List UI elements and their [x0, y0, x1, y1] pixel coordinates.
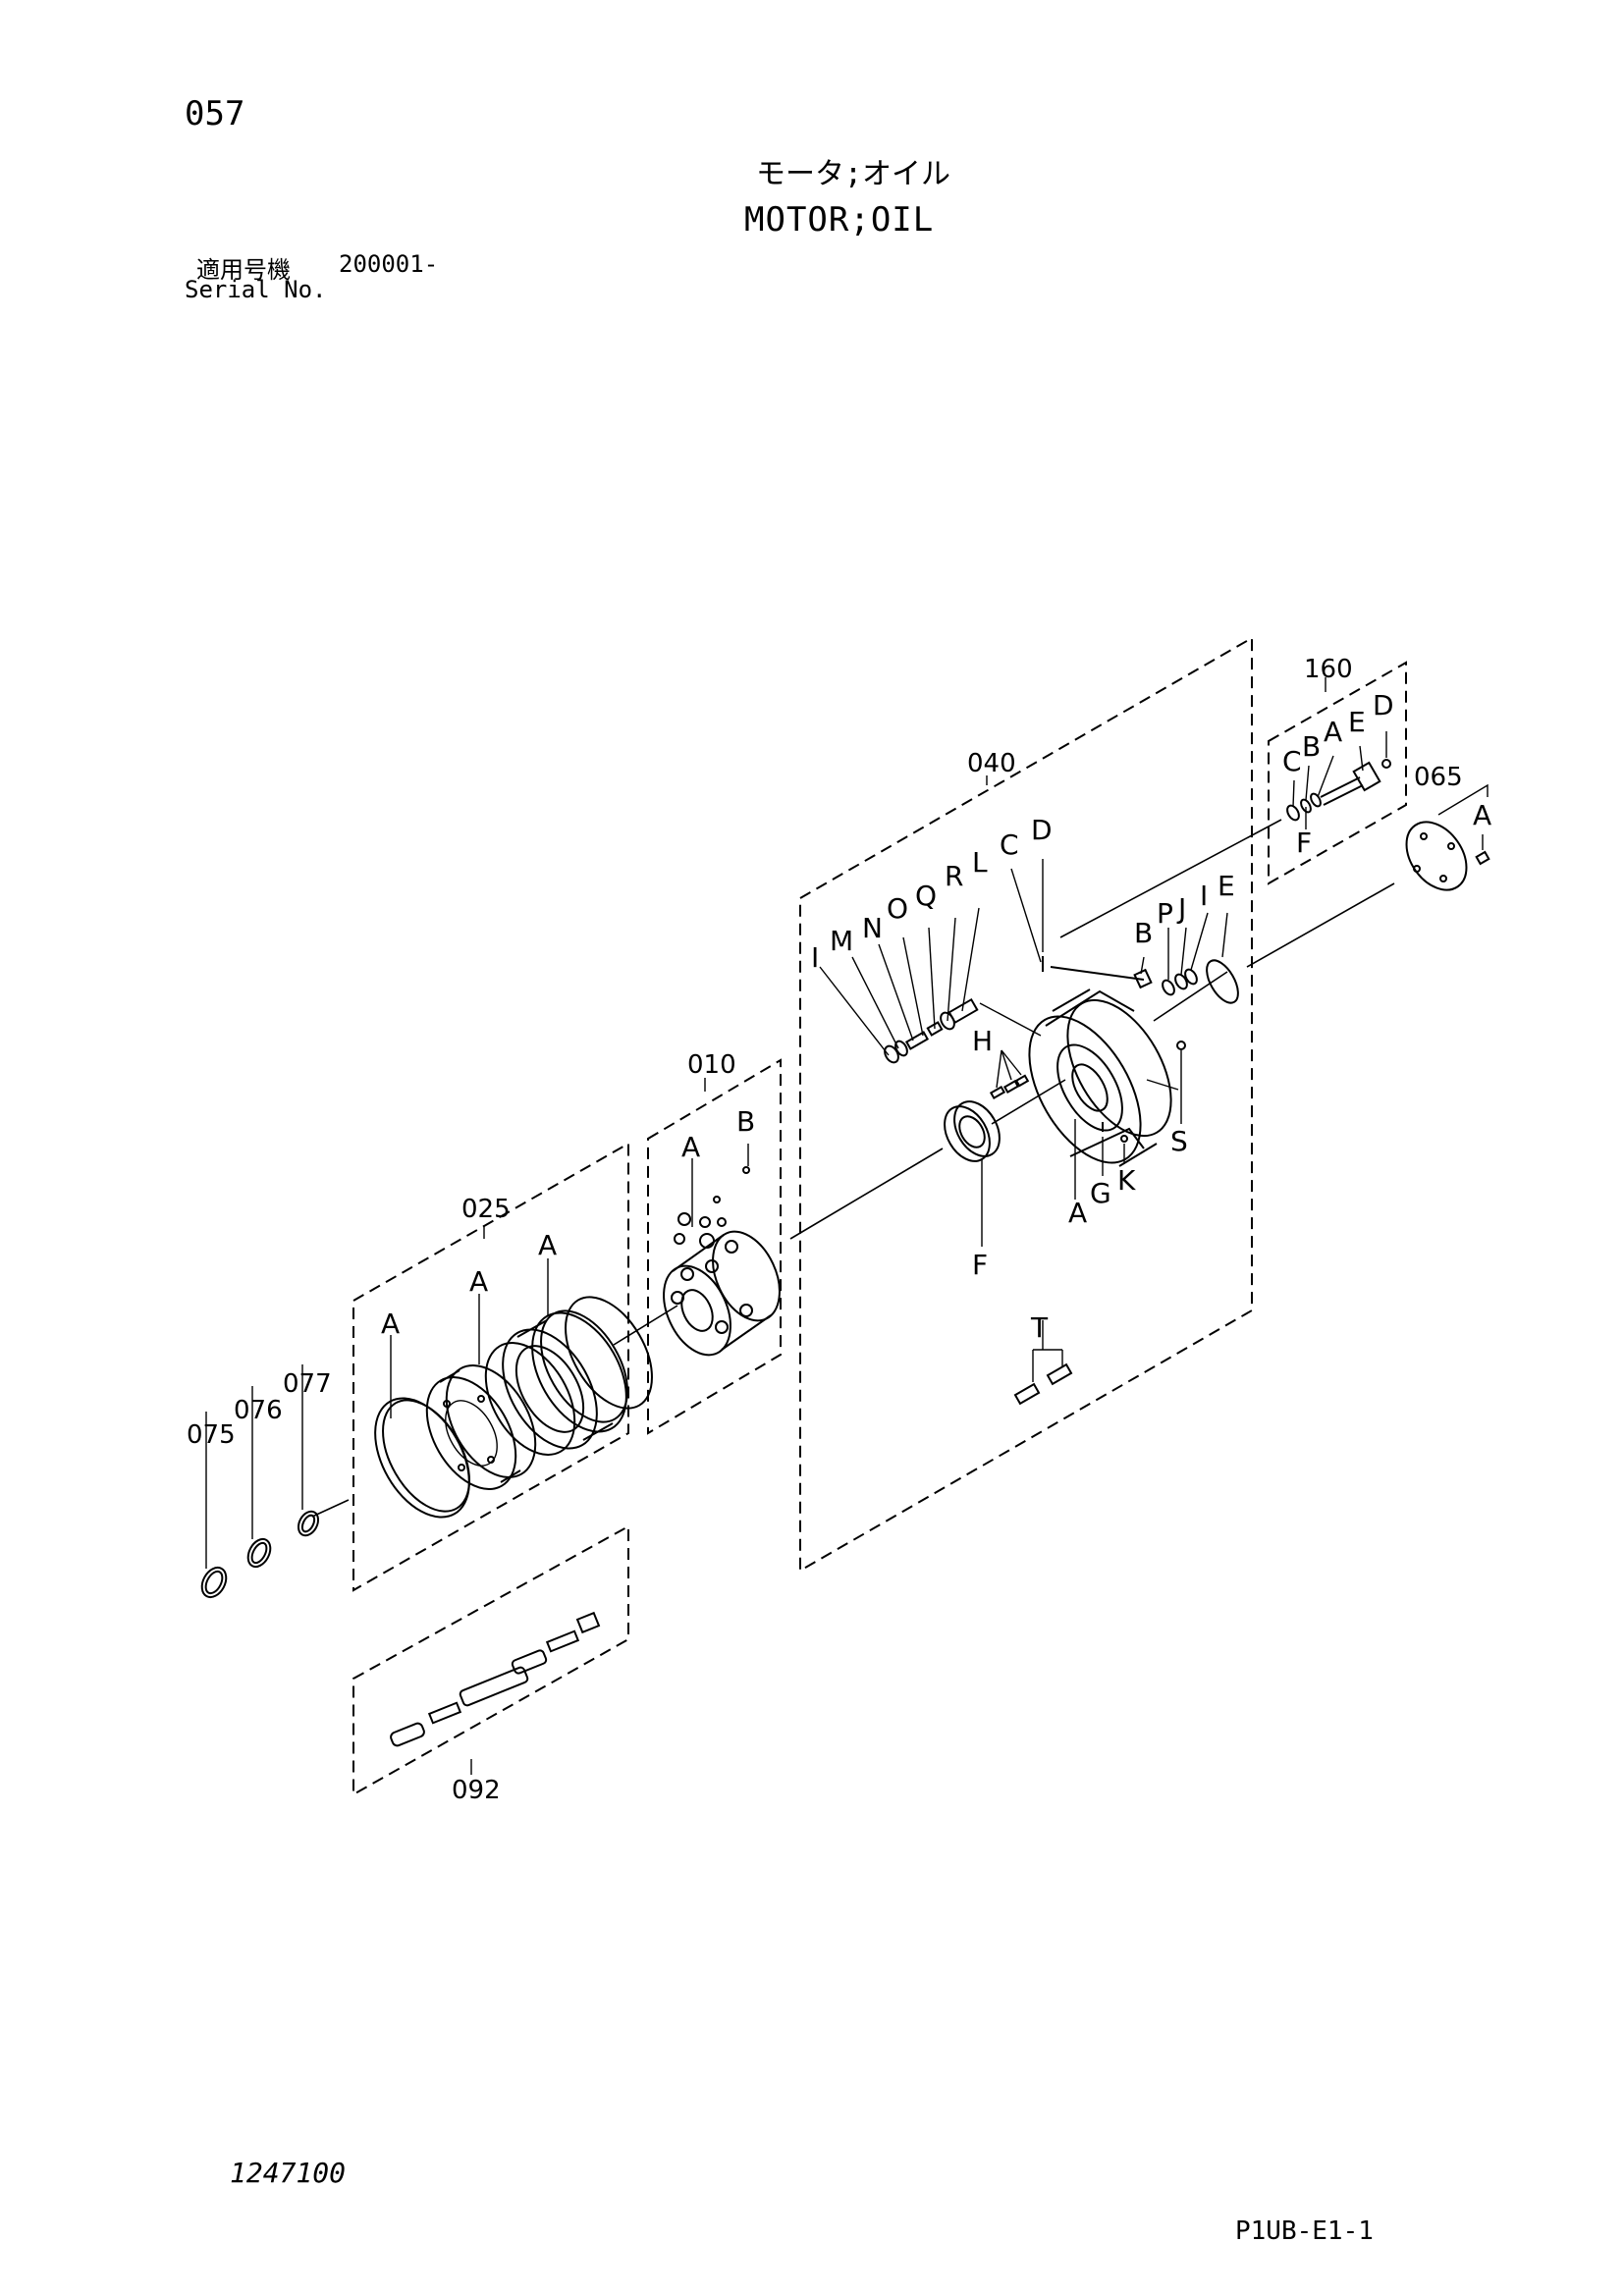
callout-025-a-right: A — [538, 1229, 557, 1261]
part-040-pins-t — [1013, 1362, 1073, 1406]
part-025-plate — [425, 1364, 537, 1490]
part-040-oring-e — [1206, 959, 1239, 1004]
part-025-ring — [540, 1296, 653, 1423]
ring-075 — [200, 1566, 228, 1599]
group-frame-010 — [647, 1058, 782, 1435]
part-010-cylinder-block — [663, 1230, 781, 1357]
callout-075: 075 — [187, 1420, 236, 1450]
callout-040-b: B — [1134, 917, 1153, 949]
callout-040-n: N — [862, 912, 883, 944]
group-frame-025 — [352, 1142, 629, 1592]
callout-160-d: D — [1373, 689, 1394, 721]
callout-010-b: B — [736, 1105, 755, 1138]
part-025-oring — [484, 1342, 576, 1456]
serial-value: 200001- — [339, 250, 439, 278]
leader-lines-010 — [691, 1078, 749, 1227]
ring-076 — [246, 1537, 272, 1569]
callout-010-a: A — [681, 1131, 700, 1163]
callout-040-h: H — [972, 1025, 993, 1057]
part-025-rotor — [502, 1311, 627, 1450]
serial-label-english: Serial No. — [185, 276, 327, 303]
callout-040-k: K — [1117, 1164, 1136, 1197]
leader-lines-025 — [390, 1225, 549, 1418]
callout-040-r: R — [945, 860, 963, 892]
ring-077 — [297, 1510, 320, 1537]
callout-065: 065 — [1414, 763, 1463, 792]
part-092-shafts — [390, 1611, 601, 1747]
serial-label-japanese: 適用号機 — [196, 256, 291, 284]
part-040-housing — [1028, 988, 1172, 1167]
assembly-axis-lines — [311, 819, 1395, 1518]
drawing-number: 1247100 — [230, 2157, 347, 2189]
callout-040-d: D — [1031, 814, 1053, 846]
part-040-bolts-h — [989, 1074, 1030, 1099]
callout-025-a-mid: A — [469, 1265, 488, 1298]
callout-040-i-right: I — [1200, 880, 1208, 912]
leader-lines-040 — [819, 775, 1228, 1382]
callout-160-a: A — [1324, 716, 1342, 748]
page-number: 057 — [185, 94, 245, 133]
callout-077: 077 — [283, 1369, 332, 1399]
callout-092: 092 — [452, 1776, 501, 1805]
part-040-small-pins — [1042, 956, 1186, 1143]
callout-160-c: C — [1282, 745, 1302, 777]
callout-040-s: S — [1170, 1125, 1188, 1157]
callout-040-q: Q — [915, 880, 937, 912]
callout-040-c: C — [1000, 828, 1019, 861]
callout-040-p: P — [1157, 897, 1173, 930]
leader-lines-rings — [205, 1364, 303, 1569]
callout-040-e: E — [1218, 870, 1235, 902]
part-040-valve-stack — [884, 997, 1042, 1064]
title-english: MOTOR;OIL — [744, 200, 935, 240]
callout-025: 025 — [461, 1195, 511, 1224]
group-frame-092 — [352, 1524, 629, 1796]
callout-040-j: J — [1176, 892, 1186, 925]
callout-040-a: A — [1068, 1197, 1087, 1229]
group-frame-040 — [799, 636, 1253, 1573]
title-japanese: モータ;オイル — [756, 157, 951, 191]
callout-160-f: F — [1296, 827, 1312, 859]
group-frame-160 — [1268, 661, 1407, 885]
callout-010: 010 — [687, 1050, 736, 1080]
callout-040-o: O — [887, 892, 908, 925]
leader-lines-065 — [1437, 783, 1489, 850]
callout-076: 076 — [234, 1396, 283, 1425]
callout-040-g: G — [1090, 1177, 1111, 1209]
part-025-seal-ring — [374, 1397, 470, 1519]
part-040-shaft-bolt — [1050, 966, 1198, 996]
callout-160: 160 — [1304, 655, 1353, 684]
callout-160-b: B — [1302, 730, 1321, 763]
callout-040-t: T — [1030, 1311, 1049, 1344]
callout-065-a: A — [1473, 799, 1491, 831]
callout-160-e: E — [1348, 706, 1366, 738]
callout-040: 040 — [967, 749, 1016, 778]
part-160-relief-valve — [1286, 759, 1391, 822]
part-040-bearing — [944, 1100, 1001, 1162]
leader-lines-160 — [1292, 677, 1387, 829]
part-010-pistons — [674, 1166, 750, 1249]
callout-040-i-left: I — [811, 941, 819, 974]
callout-040-f: F — [972, 1249, 988, 1281]
page-code: P1UB-E1-1 — [1235, 2216, 1374, 2246]
part-065-cover — [1405, 821, 1490, 891]
callout-040-l: L — [972, 846, 988, 879]
callout-025-a-left: A — [381, 1308, 400, 1340]
callout-040-m: M — [830, 925, 853, 957]
